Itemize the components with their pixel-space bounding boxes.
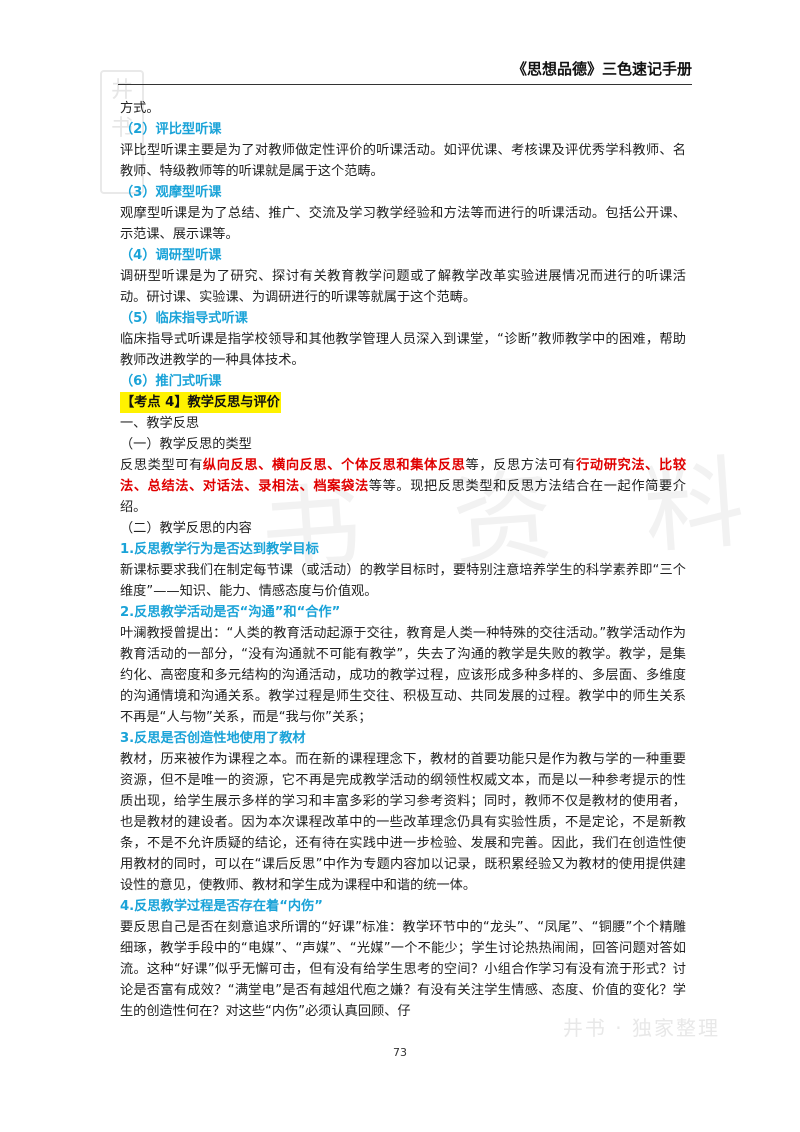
paragraph: 临床指导式听课是指学校领导和其他教学管理人员深入到课堂，“诊断”教师教学中的困难…	[120, 332, 686, 368]
bottom-watermark: 井书 · 独家整理	[562, 1016, 720, 1040]
section-subheading: （3）观摩型听课	[120, 185, 222, 200]
paragraph: 评比型听课主要是为了对教师做定性评价的听课活动。如评优课、考核课及评优秀学科教师…	[120, 143, 686, 179]
paragraph: 一、教学反思	[120, 416, 200, 431]
paragraph-text: 等，反思方法可有	[465, 458, 577, 473]
paragraph: （二）教学反思的内容	[120, 521, 252, 536]
section-subheading: （6）推门式听课	[120, 374, 222, 389]
header-title: 《思想品德》三色速记手册	[511, 60, 692, 78]
paragraph: 叶澜教授曾提出：“人类的教育活动起源于交往，教育是人类一种特殊的交往活动。”教学…	[120, 626, 686, 725]
page-header: 《思想品德》三色速记手册	[118, 54, 692, 85]
highlight-text: 纵向反思、横向反思、个体反思和集体反思	[202, 458, 466, 473]
highlight-text: 行动研究法、比较法、总结法、对话法、录相法、档案袋法	[120, 458, 687, 494]
paragraph: 反思类型可有纵向反思、横向反思、个体反思和集体反思等，反思方法可有行动研究法、比…	[120, 455, 686, 518]
paragraph: 方式。	[120, 101, 160, 116]
section-subheading: 3.反思是否创造性地使用了教材	[120, 731, 306, 746]
paragraph: 调研型听课是为了研究、探讨有关教育教学问题或了解教学改革实验进展情况而进行的听课…	[120, 269, 686, 305]
paragraph-text: 反思类型可有	[120, 458, 203, 473]
section-subheading: 4.反思教学过程是否存在着“内伤”	[120, 899, 323, 914]
section-subheading: 1.反思教学行为是否达到教学目标	[120, 542, 319, 557]
paragraph: 观摩型听课是为了总结、推广、交流及学习教学经验和方法等而进行的听课活动。包括公开…	[120, 206, 686, 242]
paragraph: 要反思自己是否在刻意追求所谓的“好课”标准：教学环节中的“龙头”、“凤尾”、“铜…	[120, 920, 686, 1019]
paragraph: 新课标要求我们在制定每节课（或活动）的教学目标时，要特别注意培养学生的科学素养即…	[120, 563, 686, 599]
section-subheading: （4）调研型听课	[120, 248, 222, 263]
page-number: 73	[393, 1046, 407, 1059]
exam-point-label: 【考点 4】教学反思与评价	[120, 392, 281, 413]
exam-point-heading: 【考点 4】教学反思与评价	[120, 392, 686, 413]
section-subheading: （5）临床指导式听课	[120, 311, 248, 326]
paragraph: （一）教学反思的类型	[120, 437, 252, 452]
section-subheading: （2）评比型听课	[120, 122, 222, 137]
paragraph-text: 等等。现把反思类型和反思方法结合在一起作简要介绍。	[120, 479, 686, 515]
page-content: 方式。 （2）评比型听课评比型听课主要是为了对教师做定性评价的听课活动。如评优课、…	[120, 98, 686, 1022]
section-subheading: 2.反思教学活动是否“沟通”和“合作”	[120, 605, 341, 620]
paragraph: 教材，历来被作为课程之本。而在新的课程理念下，教材的首要功能只是作为教与学的一种…	[120, 752, 686, 893]
